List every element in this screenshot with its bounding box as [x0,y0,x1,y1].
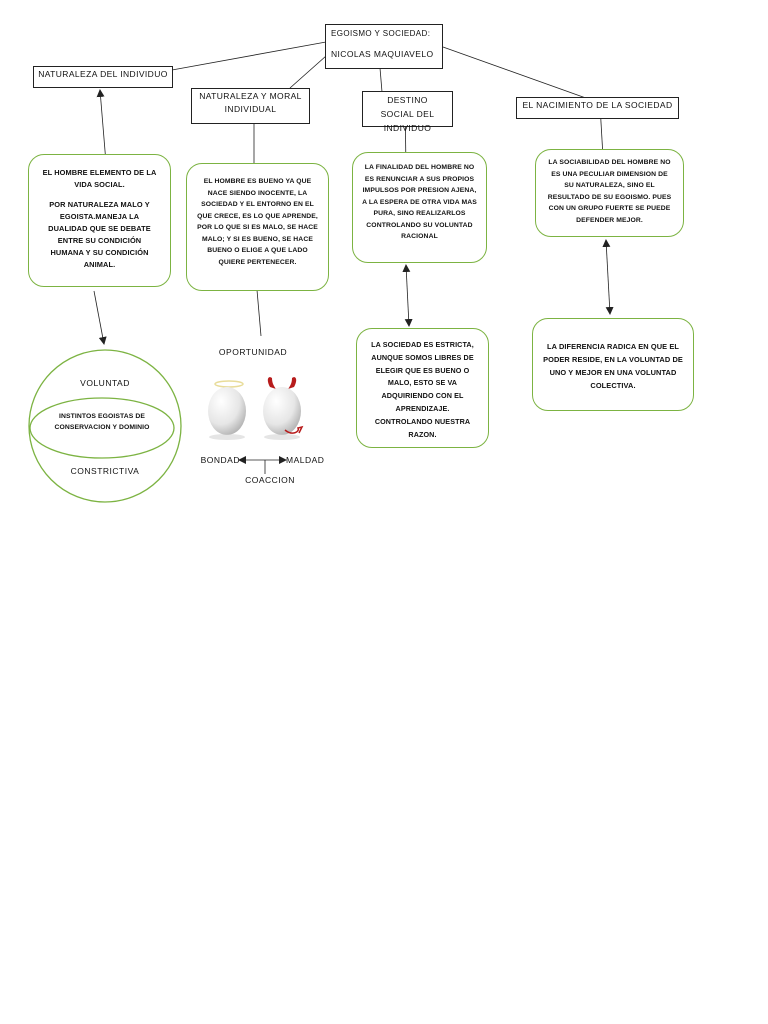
hombre-bueno-box: EL HOMBRE ES BUENO YA QUE NACE SIENDO IN… [186,163,329,291]
instintos-label: INSTINTOS EGOISTAS DE CONSERVACION Y DOM… [54,413,150,431]
line-title-nacimiento [442,46,598,103]
arrow-finalidad-estricta [402,264,413,327]
naturaleza-malo-text: POR NATURALEZA MALO Y EGOISTA.MANEJA LA … [48,200,151,269]
coaccion-label: COACCION [245,475,295,485]
header-naturaleza-individuo: NATURALEZA DEL INDIVIDUO [33,66,173,88]
devil-egg-icon [263,377,304,440]
hombre-bueno-text: EL HOMBRE ES BUENO YA QUE NACE SIENDO IN… [197,178,318,266]
title-line1: EGOISMO Y SOCIEDAD: [331,29,431,38]
header-destino-social: DESTINO SOCIAL DEL INDIVIDUO [362,91,453,133]
voluntad-label: VOLUNTAD [80,378,130,388]
voluntad-circle [28,349,182,503]
sociabilidad-text: LA SOCIABILIDAD DEL HOMBRE NO ES UNA PEC… [547,159,672,224]
hombre-elemento-box: EL HOMBRE ELEMENTO DE LA VIDA SOCIAL. PO… [28,154,171,287]
header-destino-label: DESTINO SOCIAL DEL INDIVIDUO [380,95,435,133]
diferencia-box: LA DIFERENCIA RADICA EN QUE EL PODER RES… [532,318,694,411]
header-naturaleza-label: NATURALEZA DEL INDIVIDUO [38,69,168,79]
finalidad-box: LA FINALIDAD DEL HOMBRE NO ES RENUNCIAR … [352,152,487,263]
line-title-naturaleza [171,41,327,71]
sociabilidad-box: LA SOCIABILIDAD DEL HOMBRE NO ES UNA PEC… [535,149,684,237]
finalidad-text: LA FINALIDAD DEL HOMBRE NO ES RENUNCIAR … [362,164,477,240]
line-title-destino [379,67,383,93]
line-title-moral [289,55,327,89]
line-bueno-oportunidad [256,289,262,337]
header-naturaleza-moral: NATURALEZA Y MORAL INDIVIDUAL [191,88,310,124]
sociedad-estricta-text: LA SOCIEDAD ES ESTRICTA, AUNQUE SOMOS LI… [371,340,474,439]
hombre-elemento-text: EL HOMBRE ELEMENTO DE LA VIDA SOCIAL. [42,168,157,189]
angel-egg-icon [208,380,246,440]
maldad-label: MALDAD [286,455,325,465]
header-moral-label: NATURALEZA Y MORAL INDIVIDUAL [199,91,302,114]
arrow-hombre-circle [93,290,107,345]
header-nacimiento-label: EL NACIMIENTO DE LA SOCIEDAD [522,100,673,110]
instintos-ellipse [29,397,175,459]
constrictiva-label: CONSTRICTIVA [70,466,140,476]
oportunidad-label: OPORTUNIDAD [218,347,288,357]
title-box: EGOISMO Y SOCIEDAD: NICOLAS MAQUIAVELO [325,24,443,69]
arrow-sociabilidad-diferencia [602,239,614,315]
diferencia-text: LA DIFERENCIA RADICA EN QUE EL PODER RES… [543,342,683,390]
header-nacimiento-sociedad: EL NACIMIENTO DE LA SOCIEDAD [516,97,679,119]
bondad-label: BONDAD [200,455,240,465]
sociedad-estricta-box: LA SOCIEDAD ES ESTRICTA, AUNQUE SOMOS LI… [356,328,489,448]
title-line2: NICOLAS MAQUIAVELO [331,49,434,59]
